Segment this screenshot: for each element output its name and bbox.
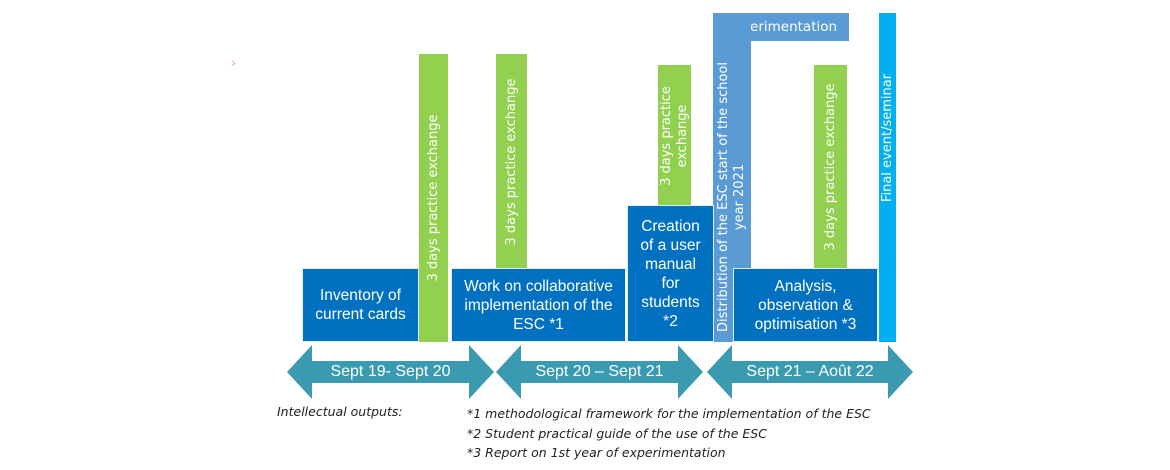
period-arrow-1: Sept 19- Sept 20: [287, 345, 494, 399]
exchange-bar-4: 3 days practice exchange: [813, 65, 848, 269]
period-label: Sept 19- Sept 20: [330, 363, 451, 380]
period-arrow-3: Sept 21 – Août 22: [707, 345, 913, 399]
chevron-right-icon: ›: [231, 54, 236, 70]
activity-analysis: Analysis, observation & optimisation *3: [733, 268, 878, 342]
activity-collaborative-implementation: Work on collaborative implementation of …: [451, 268, 626, 342]
output-item: *3 Report on 1st year of experimentation: [467, 445, 726, 460]
period-arrow-2: Sept 20 – Sept 21: [496, 345, 703, 399]
final-event-label: Final event/seminar: [879, 73, 895, 203]
output-item: *2 Student practical guide of the use of…: [467, 425, 767, 441]
activity-label: Creation of a user manual for students *…: [640, 217, 701, 330]
outputs-list: *1 methodological framework for the impl…: [467, 404, 871, 463]
period-label: Sept 20 – Sept 21: [535, 363, 664, 380]
double-arrow-icon: [496, 345, 703, 399]
double-arrow-icon: [287, 345, 494, 399]
output-item: *1 methodological framework for the impl…: [467, 406, 871, 421]
double-arrow-icon: [707, 345, 913, 399]
activity-user-manual: Creation of a user manual for students *…: [627, 205, 714, 342]
exchange-label: 3 days practice exchange: [425, 114, 441, 282]
final-event-bar: Final event/seminar: [879, 13, 896, 342]
exchange-label: 3 days practice exchange: [658, 85, 690, 186]
activity-label: Work on collaborative implementation of …: [464, 277, 613, 333]
activity-inventory: Inventory of current cards: [302, 268, 419, 342]
experimentation-title: Experimentation: [724, 19, 838, 35]
exchange-bar-3: 3 days practice exchange: [657, 65, 692, 206]
exchange-label: 3 days practice exchange: [822, 83, 838, 251]
period-label: Sept 21 – Août 22: [746, 363, 874, 380]
outputs-heading: Intellectual outputs:: [277, 404, 403, 419]
activity-label: Analysis, observation & optimisation *3: [754, 277, 857, 333]
exchange-bar-1: 3 days practice exchange: [418, 54, 449, 342]
exchange-bar-2: 3 days practice exchange: [495, 54, 528, 269]
activity-label: Inventory of current cards: [315, 287, 406, 323]
exchange-label: 3 days practice exchange: [503, 78, 519, 245]
